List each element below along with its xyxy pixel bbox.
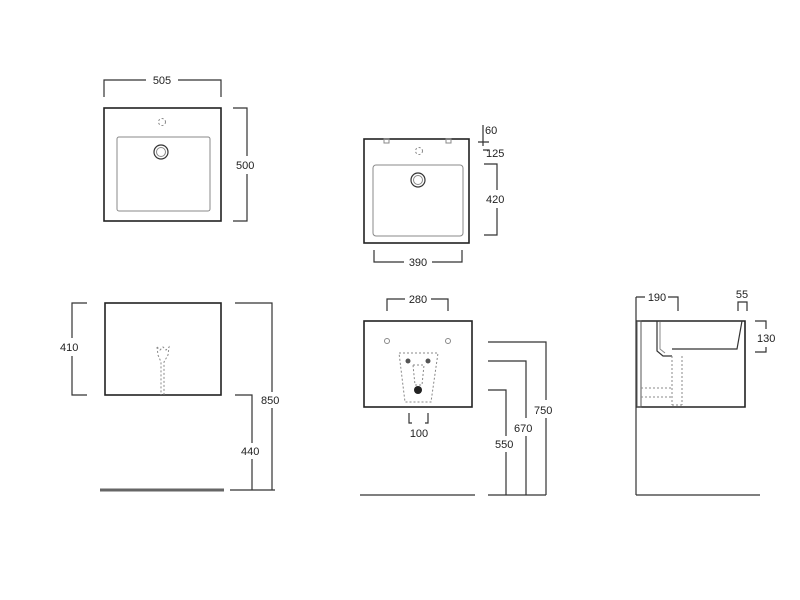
dim-depth-line — [233, 107, 248, 222]
dim-390-label: 390 — [409, 257, 427, 269]
dim-100-line — [408, 413, 429, 424]
dim-100-label: 100 — [410, 428, 428, 440]
tap-hole-icon — [158, 118, 166, 126]
trap-hidden — [412, 364, 425, 386]
dim-750-label: 750 — [534, 405, 552, 417]
dim-670-label: 670 — [514, 423, 532, 435]
dim-55-line — [737, 301, 748, 311]
drain-icon — [410, 172, 426, 188]
top-view: 505 500 — [103, 75, 254, 222]
basin-side-outline — [636, 320, 746, 408]
fixing-hole-icon — [384, 338, 390, 344]
dim-130-label: 130 — [757, 333, 775, 345]
waste-outlet-icon — [414, 386, 422, 394]
dim-190-label: 190 — [648, 292, 666, 304]
bowl-outline — [372, 164, 464, 237]
drain-icon — [153, 144, 169, 160]
dim-280-line — [386, 298, 449, 311]
dim-55-label: 55 — [736, 289, 748, 301]
dim-550-label: 550 — [495, 439, 513, 451]
bowl-profile — [656, 320, 743, 357]
front-view: 410 850 440 — [60, 302, 279, 492]
bolt-icon — [425, 358, 431, 364]
dim-60-line — [478, 125, 489, 151]
wall-bracket — [636, 320, 642, 408]
dim-280-label: 280 — [409, 294, 427, 306]
dim-190-line — [636, 296, 679, 311]
drain-inner — [156, 147, 166, 157]
dim-width-line — [103, 79, 222, 97]
dim-width-label: 505 — [153, 75, 171, 87]
dim-125-label: 125 — [486, 148, 504, 160]
waste-outline-hidden — [398, 352, 439, 403]
dim-410-line — [71, 302, 87, 396]
dim-depth-label: 500 — [236, 160, 254, 172]
dim-670-line — [488, 360, 527, 495]
dim-850-label: 850 — [261, 395, 279, 407]
dim-750-line — [488, 341, 547, 495]
tap-hole-icon — [415, 147, 423, 155]
waste-trap-hidden — [156, 345, 170, 395]
dim-390-line — [373, 250, 463, 263]
dim-420-line — [484, 163, 498, 236]
basin-rear-outline — [363, 320, 473, 408]
side-view: 190 55 130 — [635, 289, 775, 496]
basin-front-outline — [104, 302, 222, 396]
dim-440-line — [235, 394, 253, 490]
bolt-icon — [405, 358, 411, 364]
dim-850-line — [235, 302, 273, 490]
rear-view: 280 100 750 670 550 — [360, 294, 552, 496]
dim-440-label: 440 — [241, 446, 259, 458]
fixing-slot — [383, 138, 390, 144]
waste-trap-hidden — [641, 356, 683, 406]
dim-60-label: 60 — [485, 125, 497, 137]
dim-130-line — [755, 320, 767, 353]
fixing-hole-icon — [445, 338, 451, 344]
basin-outline — [103, 107, 222, 222]
dim-410-label: 410 — [60, 342, 78, 354]
basin-outline — [363, 138, 470, 244]
fixing-slot — [445, 138, 452, 144]
bowl-inner-profile — [659, 322, 666, 354]
top-view-detail: 60 125 420 390 — [363, 125, 504, 269]
bowl-outline — [116, 136, 211, 212]
drain-inner — [413, 175, 423, 185]
dim-420-label: 420 — [486, 194, 504, 206]
dim-550-line — [488, 389, 507, 495]
